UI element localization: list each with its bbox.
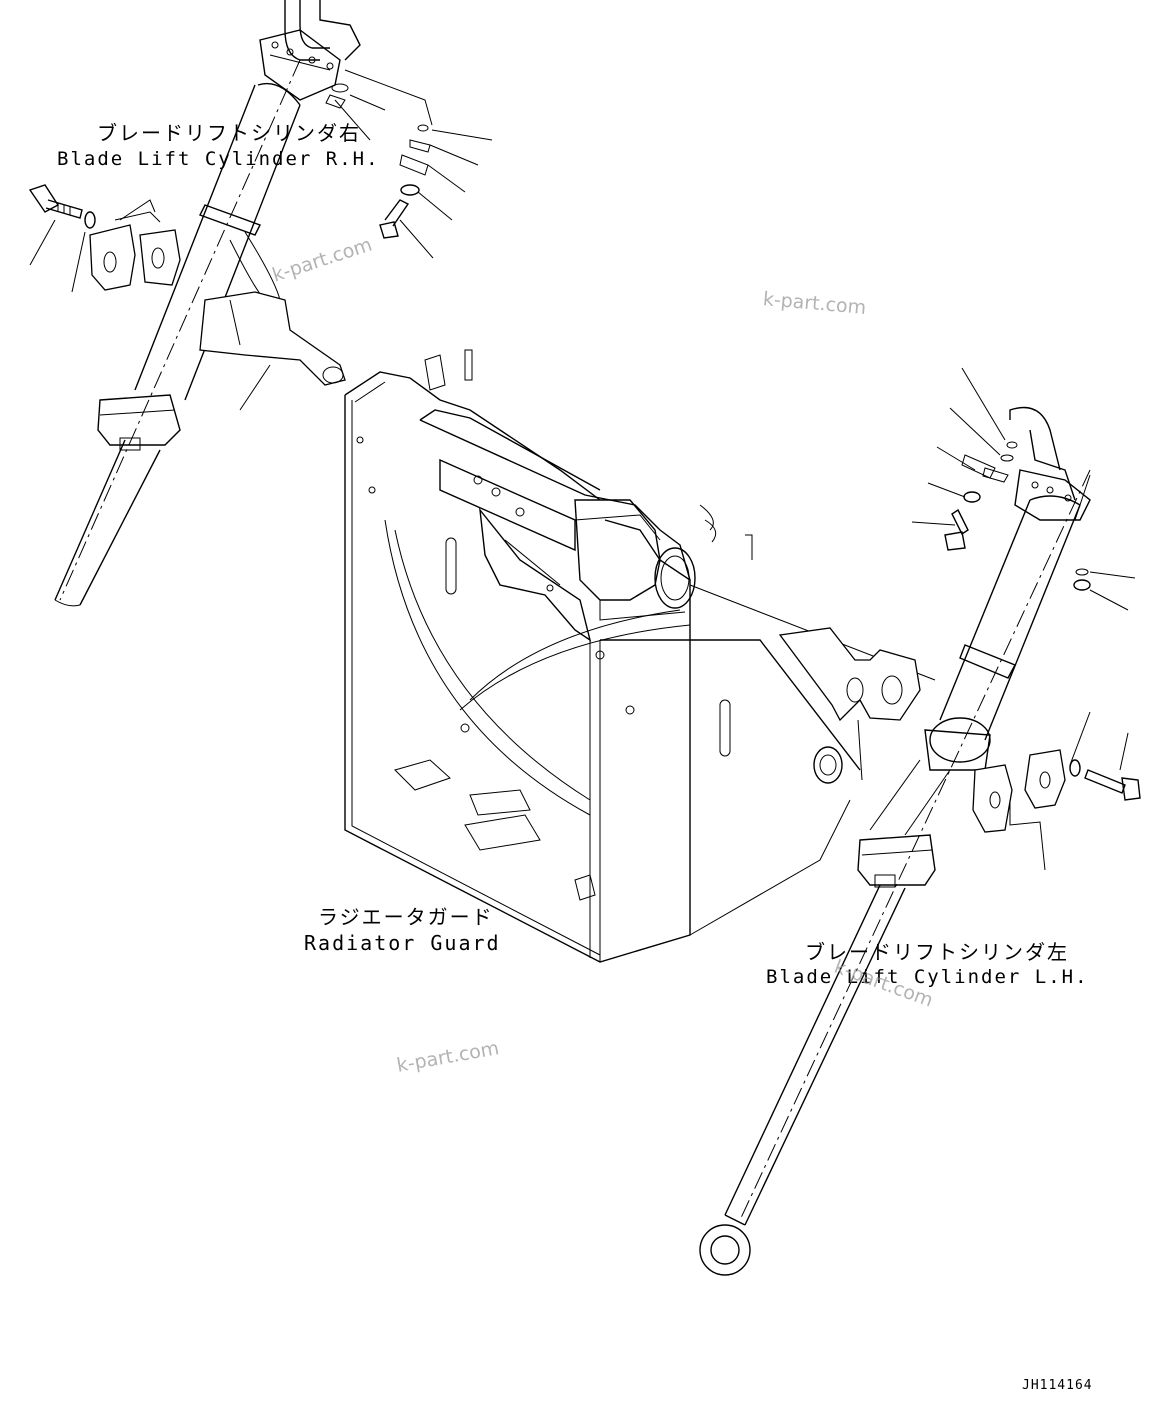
radiator-guard-label-en: Radiator Guard [304,931,501,955]
rh-blade-lift-cylinder [28,0,493,607]
lh-cylinder-label-jp: ブレードリフトシリンダ左 [805,940,1069,964]
rh-cylinder-label-en: Blade Lift Cylinder R.H. [57,148,380,170]
radiator-guard [344,349,936,963]
radiator-guard-label-jp: ラジエータガード [318,905,494,929]
drawing-reference-number: JH114164 [1022,1378,1093,1393]
lh-blade-lift-cylinder [699,367,1141,1276]
lh-cylinder-label-en: Blade Lift Cylinder L.H. [766,966,1089,988]
rh-cylinder-label-jp: ブレードリフトシリンダ右 [97,121,361,145]
